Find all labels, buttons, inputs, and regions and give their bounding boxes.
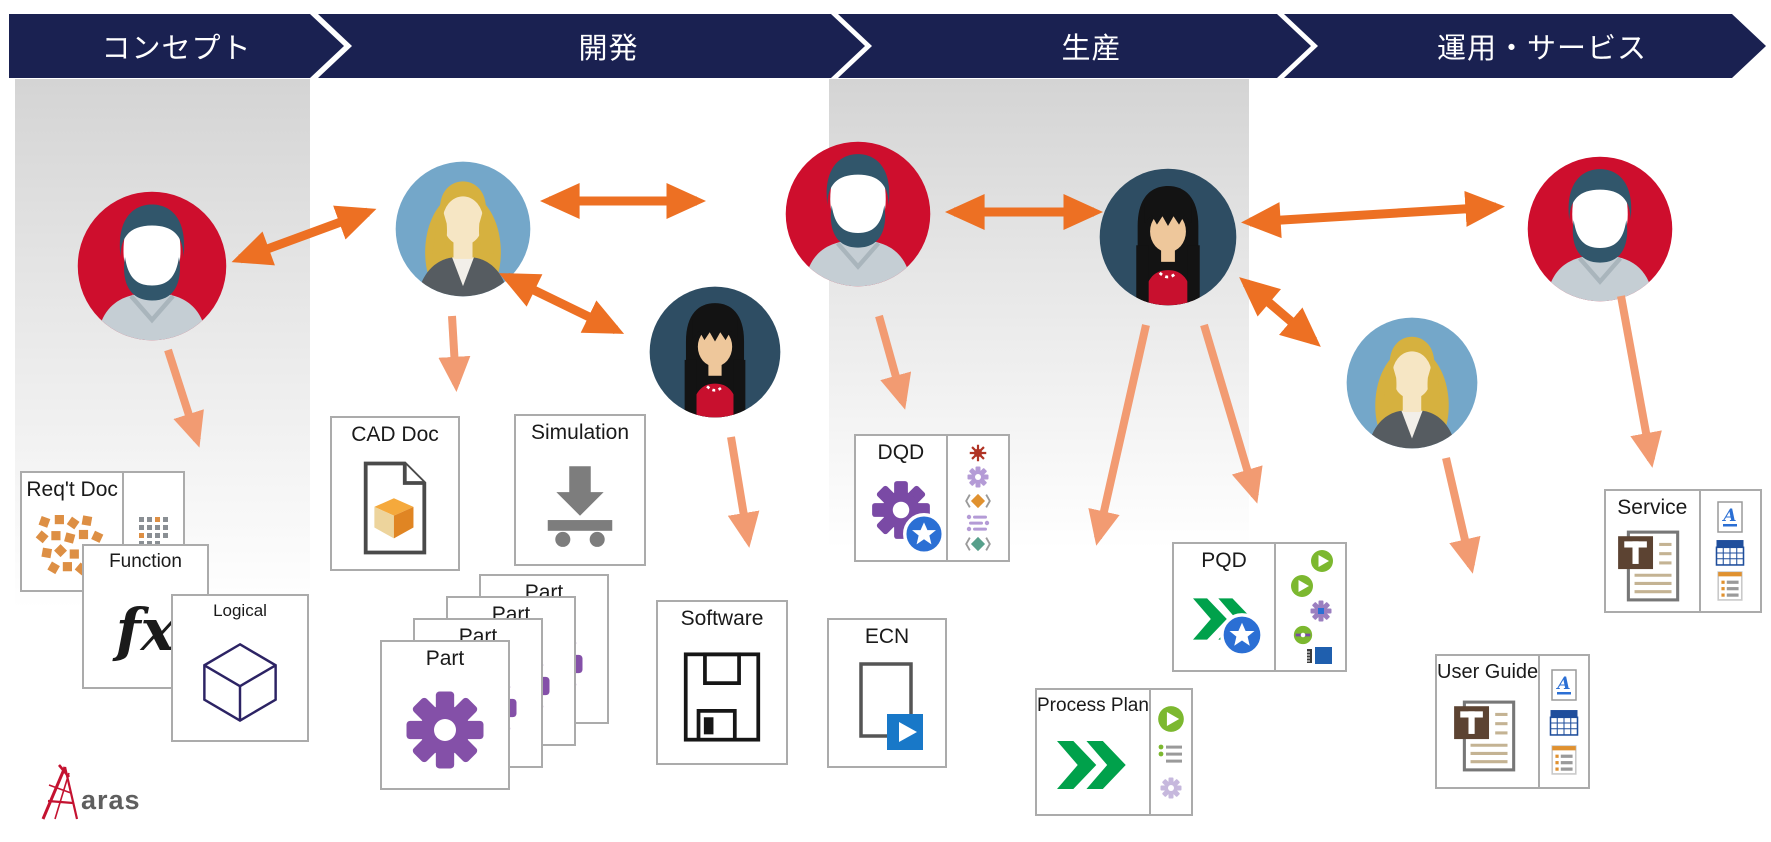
arrow-concept-to-reqt-doc xyxy=(164,348,204,448)
aras-logo: aras xyxy=(35,763,141,823)
change-order-icon xyxy=(846,649,928,766)
dqd-side-panel xyxy=(945,436,1008,560)
software-label: Software xyxy=(680,607,764,630)
requirements-pattern-icon xyxy=(26,502,118,590)
user-guide-label: User Guide xyxy=(1437,661,1539,683)
arrow-concept-development xyxy=(231,205,377,266)
bearded-man-avatar-concept xyxy=(77,191,227,341)
blonde-woman-avatar-service xyxy=(1346,317,1478,449)
service-side-panel: A xyxy=(1698,491,1760,611)
phase-chevron-operation-service: 運用・サービス xyxy=(1284,14,1766,78)
table-icon xyxy=(1716,539,1745,566)
phase-label: 運用・サービス xyxy=(1436,33,1647,65)
word-doc-icon: A xyxy=(1551,668,1577,701)
dot-grid-icon xyxy=(138,516,168,546)
gear-blue-icon xyxy=(1310,600,1332,622)
floppy-disk-icon xyxy=(679,631,765,763)
circle-node-icon xyxy=(1293,625,1312,645)
gear-outline-icon xyxy=(1160,777,1182,798)
user-guide-card: User Guide A xyxy=(1435,654,1590,789)
arrow-production-service xyxy=(1241,190,1505,239)
pqd-card: PQD xyxy=(1172,542,1347,672)
dark-haired-woman-avatar-development xyxy=(649,286,781,418)
ecn-card: ECN xyxy=(827,618,947,768)
diamond-arrows-icon xyxy=(965,493,991,509)
cad-document-icon xyxy=(357,447,433,569)
service-card: Service A xyxy=(1604,489,1762,613)
dqd-label: DQD xyxy=(877,441,925,464)
aras-logo-text: aras xyxy=(81,784,141,815)
arrow-to-dqd xyxy=(875,314,912,410)
chevron-star-icon xyxy=(1193,597,1264,657)
tech-doc-icon xyxy=(1616,520,1688,611)
play-circle-icon xyxy=(1290,575,1313,597)
simulation-card: Simulation xyxy=(514,414,646,566)
double-chevron-icon xyxy=(1056,717,1129,814)
list-doc-icon xyxy=(1717,571,1743,601)
gear-icon xyxy=(967,466,989,488)
phase-chevron-production: 生産 xyxy=(838,14,1311,78)
table-icon xyxy=(1549,710,1579,736)
arrow-to-service xyxy=(1617,295,1662,468)
diamond-arrows-icon xyxy=(965,537,991,552)
phase-label: 生産 xyxy=(1061,33,1122,65)
gear-icon xyxy=(401,671,489,788)
process-plan-label: Process Plan xyxy=(1037,695,1149,716)
ecn-label: ECN xyxy=(864,625,910,648)
starburst-icon xyxy=(969,444,987,461)
pqd-side-panel xyxy=(1274,544,1345,670)
cad-doc-card: CAD Doc xyxy=(330,416,460,571)
pqd-label: PQD xyxy=(1201,549,1247,572)
wireframe-cube-icon xyxy=(197,621,283,740)
letter-a: A xyxy=(1555,674,1570,694)
process-plan-card: Process Plan xyxy=(1035,688,1193,816)
list-icon xyxy=(1158,744,1182,763)
phase-label: コンセプト xyxy=(101,33,252,65)
press-test-icon xyxy=(536,445,624,564)
logical-card: Logical xyxy=(171,594,309,742)
ruler-square-icon xyxy=(1306,647,1332,664)
letter-a: A xyxy=(1722,506,1737,526)
arrow-to-pqd xyxy=(1200,323,1263,504)
node-lines-icon xyxy=(966,514,990,531)
arrow-service-internal xyxy=(1239,277,1321,347)
reqt-doc-label: Req't Doc xyxy=(26,478,118,501)
part-card: Part xyxy=(380,640,510,790)
part-label: Part xyxy=(425,647,465,670)
function-label: Function xyxy=(109,551,182,572)
list-doc-icon xyxy=(1551,744,1577,775)
play-circle-icon xyxy=(1310,550,1333,572)
phase-chevron-development: 開発 xyxy=(318,14,865,78)
fx-icon: fx xyxy=(115,595,176,664)
process-plan-side-panel xyxy=(1148,690,1191,814)
dark-haired-woman-avatar-production xyxy=(1099,168,1237,306)
tech-doc-icon xyxy=(1452,684,1524,787)
logical-label: Logical xyxy=(213,601,267,620)
arrow-to-cad-doc xyxy=(438,315,471,392)
arrow-to-process-plan xyxy=(1088,324,1150,546)
simulation-label: Simulation xyxy=(530,421,630,444)
reqt-doc-side-panel xyxy=(122,473,183,590)
blonde-woman-avatar-development xyxy=(395,161,531,297)
phase-chevron-concept: コンセプト xyxy=(9,14,344,78)
aras-a-mark xyxy=(41,764,79,820)
arrow-to-user-guide xyxy=(1442,457,1481,574)
arrow-to-software xyxy=(727,436,760,548)
service-label: Service xyxy=(1617,496,1688,519)
play-circle-icon xyxy=(1158,705,1184,732)
phase-label: 開発 xyxy=(578,33,639,65)
bearded-man-avatar-service xyxy=(1527,156,1673,302)
software-card: Software xyxy=(656,600,788,765)
cad-doc-label: CAD Doc xyxy=(351,423,439,446)
user-guide-side-panel: A xyxy=(1538,656,1588,787)
gear-star-icon xyxy=(868,477,945,556)
dqd-card: DQD xyxy=(854,434,1010,562)
bearded-man-avatar-production xyxy=(785,141,931,287)
word-doc-icon: A xyxy=(1717,501,1744,533)
